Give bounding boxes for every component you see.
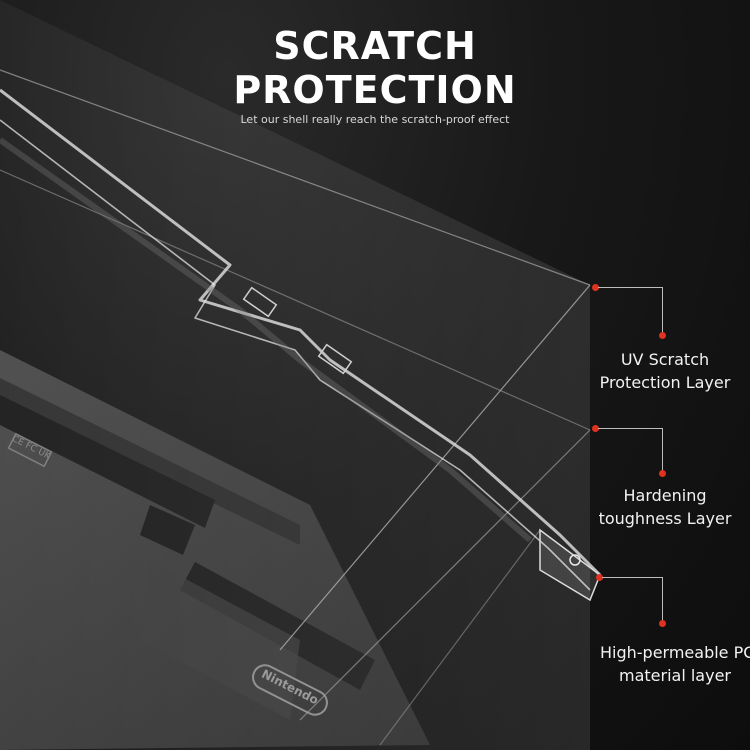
- callout-leader-hardening-vertical: [662, 428, 663, 473]
- callout-pc-line-2: material layer: [618, 666, 731, 685]
- layer-sheets: [0, 0, 591, 750]
- callout-leader-pc: [602, 577, 662, 578]
- callout-dot-hardening: [592, 425, 599, 432]
- headline-line-2: PROTECTION: [233, 68, 517, 112]
- headline-line-1: SCRATCH: [273, 24, 477, 68]
- callout-leader-uv-vertical: [662, 287, 663, 335]
- callout-leader-hardening: [598, 428, 662, 429]
- callout-uv-line-1: UV Scratch: [620, 350, 710, 369]
- callout-hardening-line-2: toughness Layer: [598, 509, 732, 528]
- callout-uv-line-2: Protection Layer: [599, 373, 731, 392]
- callout-dot-pc: [596, 574, 603, 581]
- callout-leader-pc-vertical: [662, 577, 663, 622]
- callout-end-dot-hardening: [659, 470, 666, 477]
- callout-pc-line-1: High-permeable PC: [600, 643, 750, 662]
- callout-uv-scratch-layer: UV Scratch Protection Layer: [590, 348, 740, 394]
- callout-dot-uv: [592, 284, 599, 291]
- headline-subtitle: Let our shell really reach the scratch-p…: [240, 113, 510, 126]
- callout-pc-material-layer: High-permeable PC material layer: [600, 641, 750, 687]
- callout-hardening-layer: Hardening toughness Layer: [590, 484, 740, 530]
- callout-end-dot-pc: [659, 620, 666, 627]
- callout-end-dot-uv: [659, 332, 666, 339]
- clear-shell-rail: [0, 88, 602, 602]
- callout-hardening-line-1: Hardening: [623, 486, 707, 505]
- callout-leader-uv: [598, 287, 662, 288]
